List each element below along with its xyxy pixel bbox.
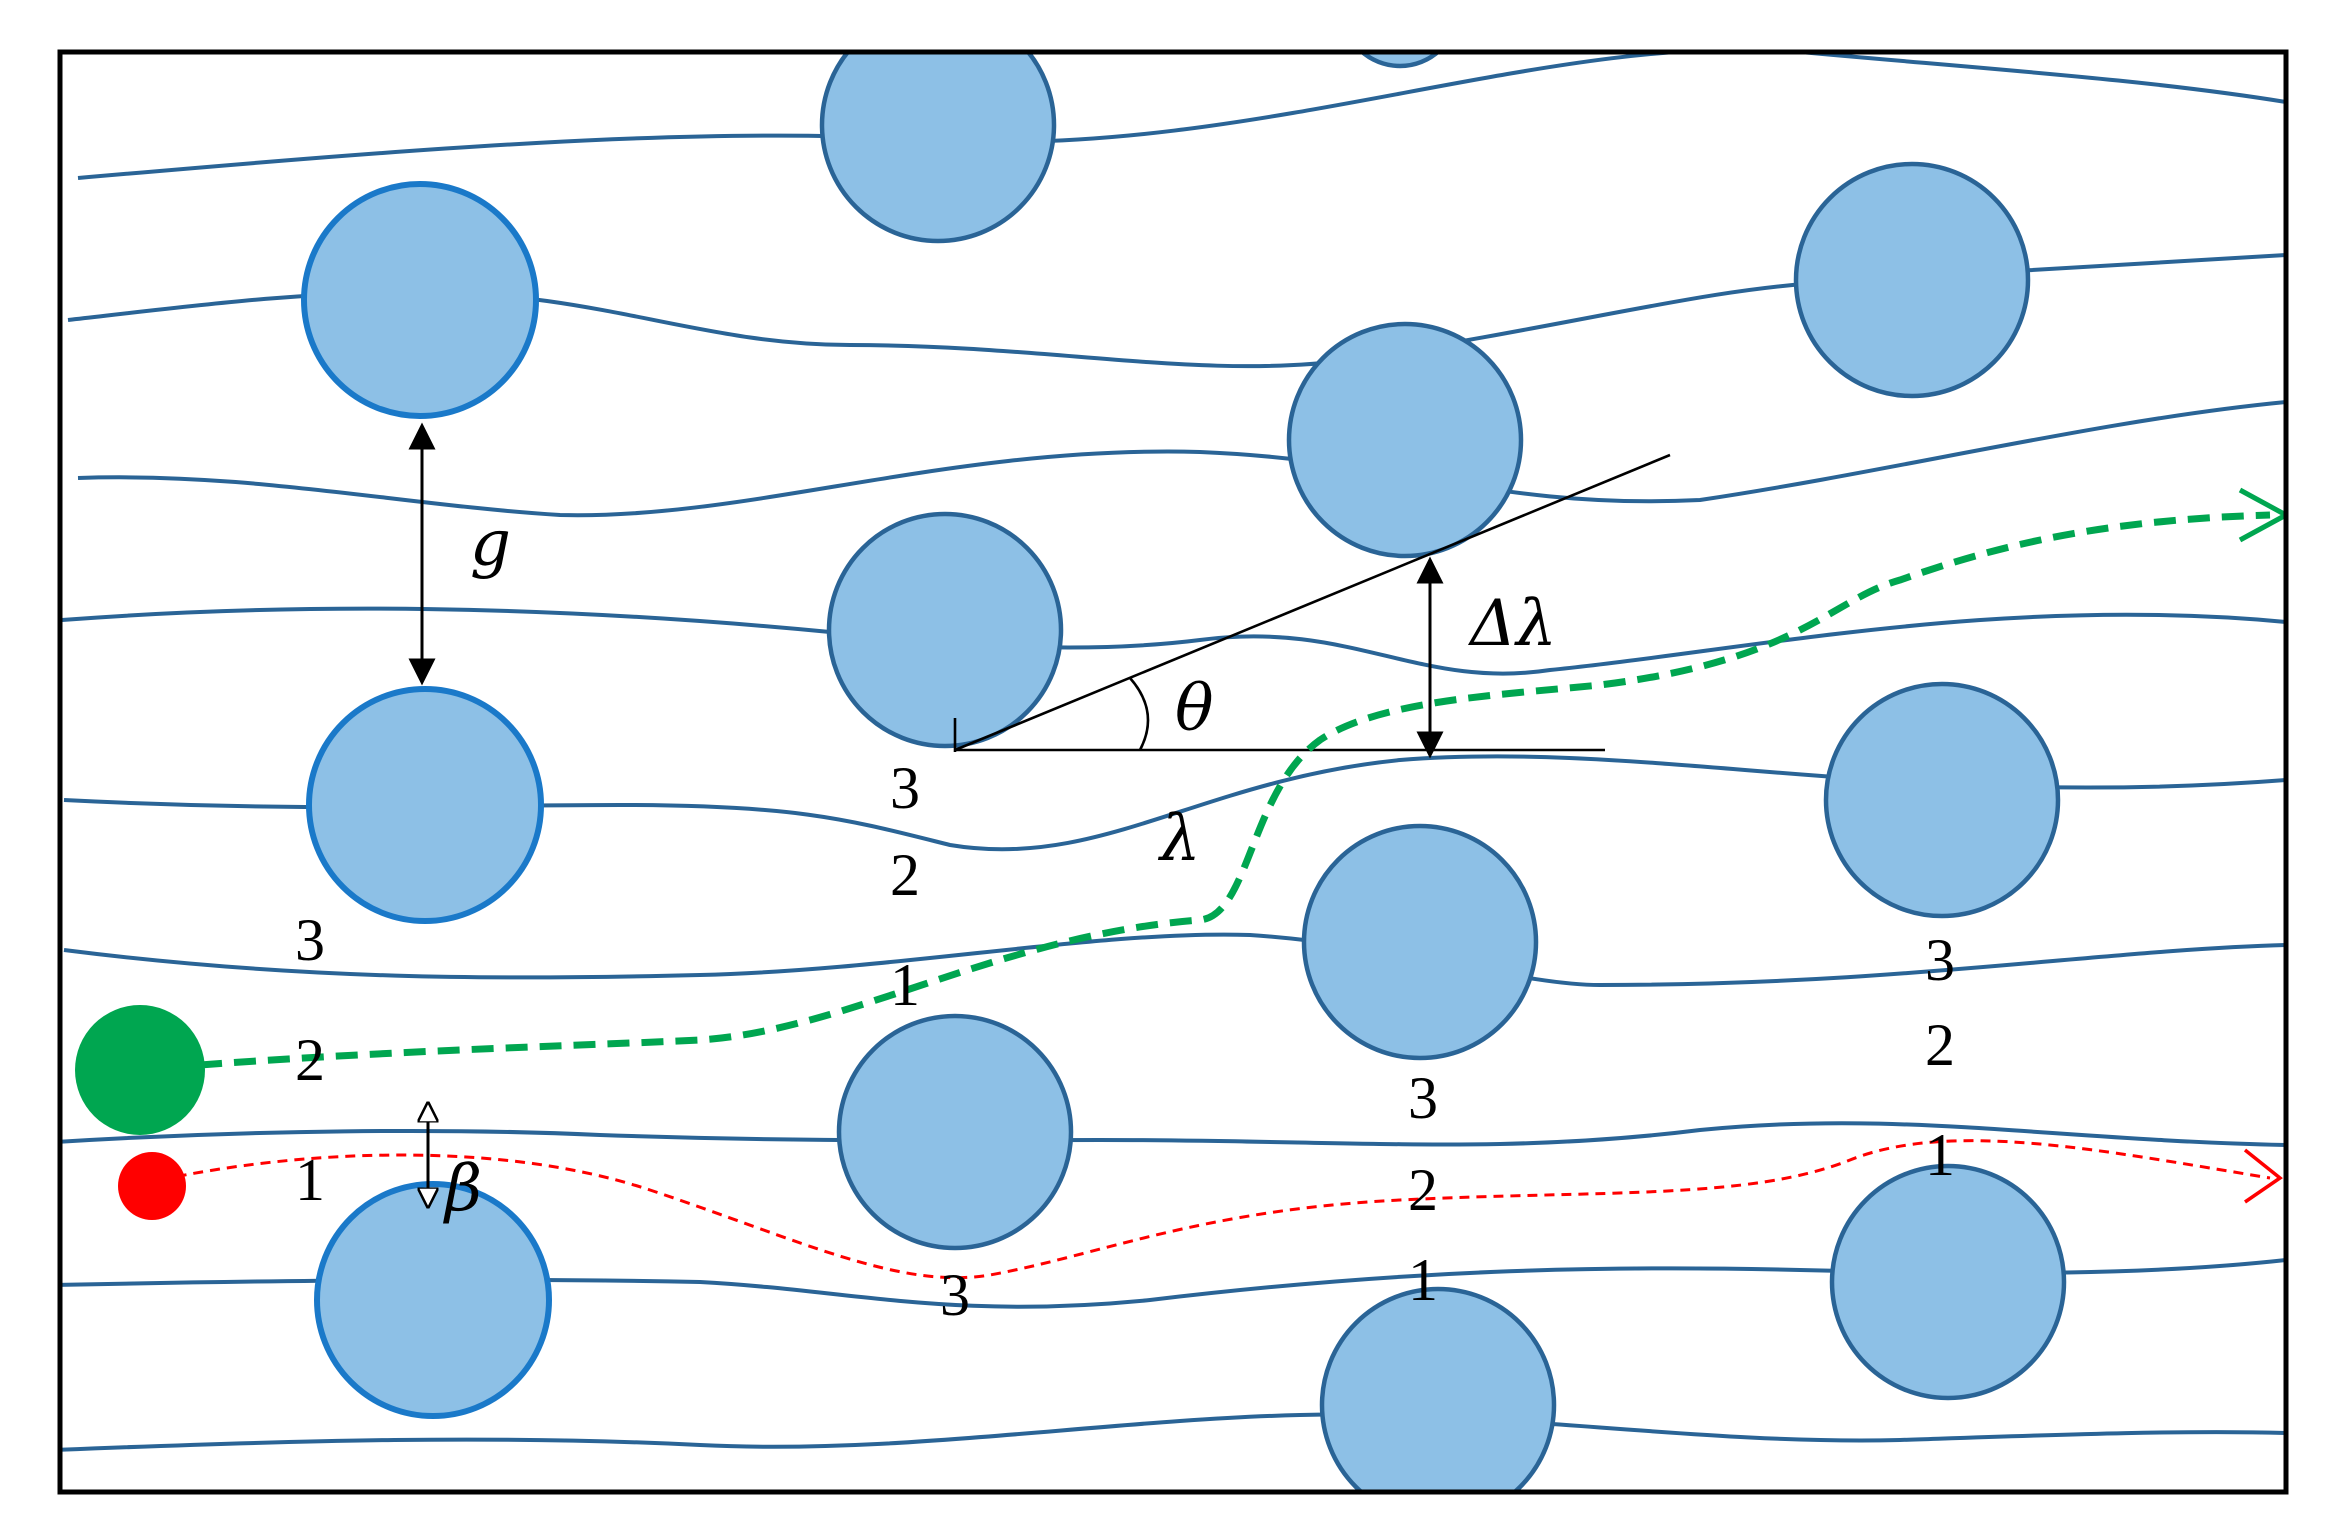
lane-label-col4-2: 2	[1925, 1012, 1955, 1078]
post	[819, 52, 1057, 244]
delta-lambda-label: Δλ	[1467, 587, 1557, 661]
lane-label-col2-3: 3	[890, 755, 920, 821]
lane-label-col1-3: 3	[295, 907, 325, 973]
flow-field: 3 2 1 3 2 1 3 2 1 3 2 1 3 g θ Δλ λ β	[60, 52, 2286, 1492]
streamline	[77, 52, 2286, 180]
post	[1793, 161, 2031, 399]
theta-label: θ	[1175, 672, 1214, 746]
streamline	[60, 1412, 2286, 1452]
lane-label-col1-2: 2	[295, 1027, 325, 1093]
small-particle	[118, 1152, 186, 1220]
lane-label-col1-1: 1	[295, 1147, 325, 1213]
lane-label-col2-1: 1	[890, 952, 920, 1018]
frame-border	[57, 49, 2289, 1495]
post	[306, 686, 544, 924]
lane-label-col3-2: 2	[1408, 1157, 1438, 1223]
lane-labels: 3 2 1 3 2 1 3 2 1 3 2 1 3	[295, 755, 1955, 1328]
post	[826, 511, 1064, 749]
lane-label-col3-3: 3	[1408, 1065, 1438, 1131]
post	[1286, 321, 1524, 559]
geometry-annotations	[408, 422, 1671, 1198]
large-particle-arrowhead	[2238, 487, 2286, 543]
symbol-labels: g θ Δλ λ β	[443, 507, 1557, 1226]
post	[1358, 52, 1442, 69]
tilt-line	[954, 453, 1671, 752]
post	[1301, 823, 1539, 1061]
trajectories	[75, 487, 2286, 1280]
post	[1319, 1286, 1557, 1492]
theta-arc	[1129, 677, 1150, 751]
streamline	[60, 1121, 2286, 1147]
post	[1823, 681, 2061, 919]
post	[1829, 1163, 2067, 1401]
post-array	[301, 52, 2067, 1492]
small-particle-path	[159, 1139, 2271, 1280]
beta-label: β	[443, 1152, 482, 1226]
large-particle	[75, 1005, 205, 1135]
lane-label-col2-2: 2	[890, 842, 920, 908]
post	[836, 1013, 1074, 1251]
small-particle-arrowhead	[2243, 1148, 2283, 1204]
streamline	[63, 932, 2286, 988]
streamline	[61, 606, 2286, 676]
lambda-label: λ	[1157, 802, 1201, 876]
large-particle-path	[199, 511, 2271, 1069]
gap-label: g	[470, 507, 511, 581]
lane-label-col4-1: 1	[1925, 1122, 1955, 1188]
streamline	[77, 400, 2286, 518]
lane-label-col3-1: 1	[1408, 1247, 1438, 1313]
lane-label-col4-3: 3	[1925, 927, 1955, 993]
post	[314, 1181, 552, 1419]
post	[301, 181, 539, 419]
lane-label-red-end: 3	[940, 1262, 970, 1328]
